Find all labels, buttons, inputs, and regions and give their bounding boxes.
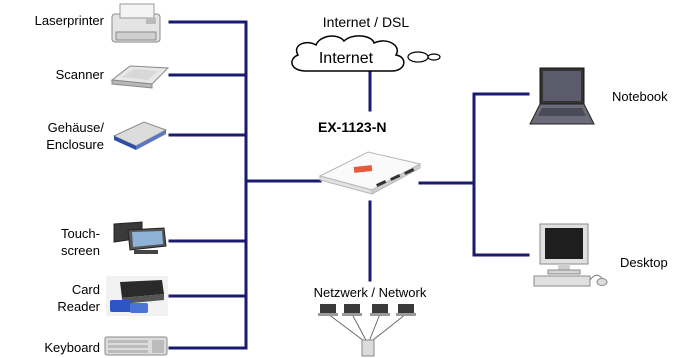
- usb-hub-icon: [318, 151, 422, 195]
- laserprinter-label: Laserprinter: [34, 13, 104, 28]
- notebook-label: Notebook: [612, 89, 668, 104]
- hub-title: EX-1123-N: [318, 119, 387, 135]
- notebook-icon: [529, 67, 595, 125]
- cloud-icon: [291, 35, 441, 72]
- enclosure-icon: [112, 121, 168, 150]
- scanner-icon: [110, 65, 170, 89]
- enclosure-label: Gehäuse/ Enclosure: [46, 120, 104, 152]
- network-label: Netzwerk / Network: [313, 285, 427, 300]
- desktop-icon: [533, 223, 608, 287]
- touchscreen-label: Touch- screen: [60, 226, 100, 258]
- desktop-label: Desktop: [620, 255, 668, 270]
- touchscreen-icon: [113, 221, 167, 254]
- internet-cloud: Internet: [286, 33, 446, 79]
- card-reader-label: Card Reader: [57, 282, 100, 314]
- laserprinter-icon: [111, 3, 161, 43]
- card-reader-icon: [106, 276, 168, 316]
- internet-caption: Internet / DSL: [322, 14, 410, 30]
- keyboard-label: Keyboard: [44, 340, 100, 355]
- scanner-label: Scanner: [55, 67, 104, 82]
- keyboard-icon: [104, 336, 168, 356]
- network-icon: [318, 304, 416, 357]
- cloud-label: Internet: [318, 50, 374, 67]
